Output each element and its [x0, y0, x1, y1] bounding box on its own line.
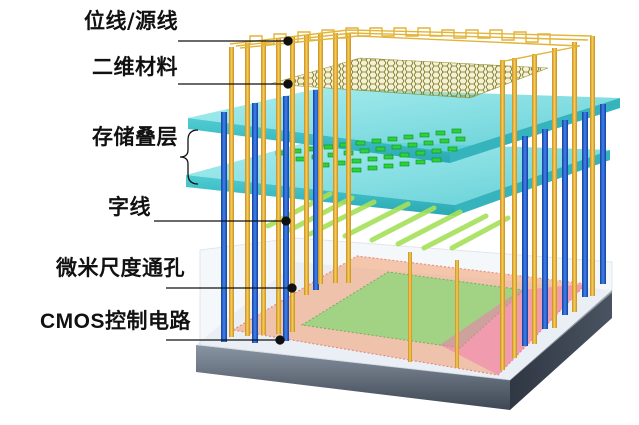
label-wordline: 字线	[108, 195, 151, 219]
memory-stack-brace	[179, 129, 199, 185]
2d-material-sheet	[269, 57, 549, 99]
label-2d-material: 二维材料	[92, 55, 178, 79]
bitline-sourceline-lattice	[229, 27, 593, 63]
label-connectors	[154, 36, 297, 345]
label-bitline-sourceline: 位线/源线	[84, 9, 179, 33]
bitline-pillars	[229, 33, 595, 370]
label-cmos-control-circuit: CMOS控制电路	[40, 310, 191, 333]
label-micro-via: 微米尺度通孔	[56, 256, 185, 280]
label-memory-stack: 存储叠层	[92, 125, 178, 149]
